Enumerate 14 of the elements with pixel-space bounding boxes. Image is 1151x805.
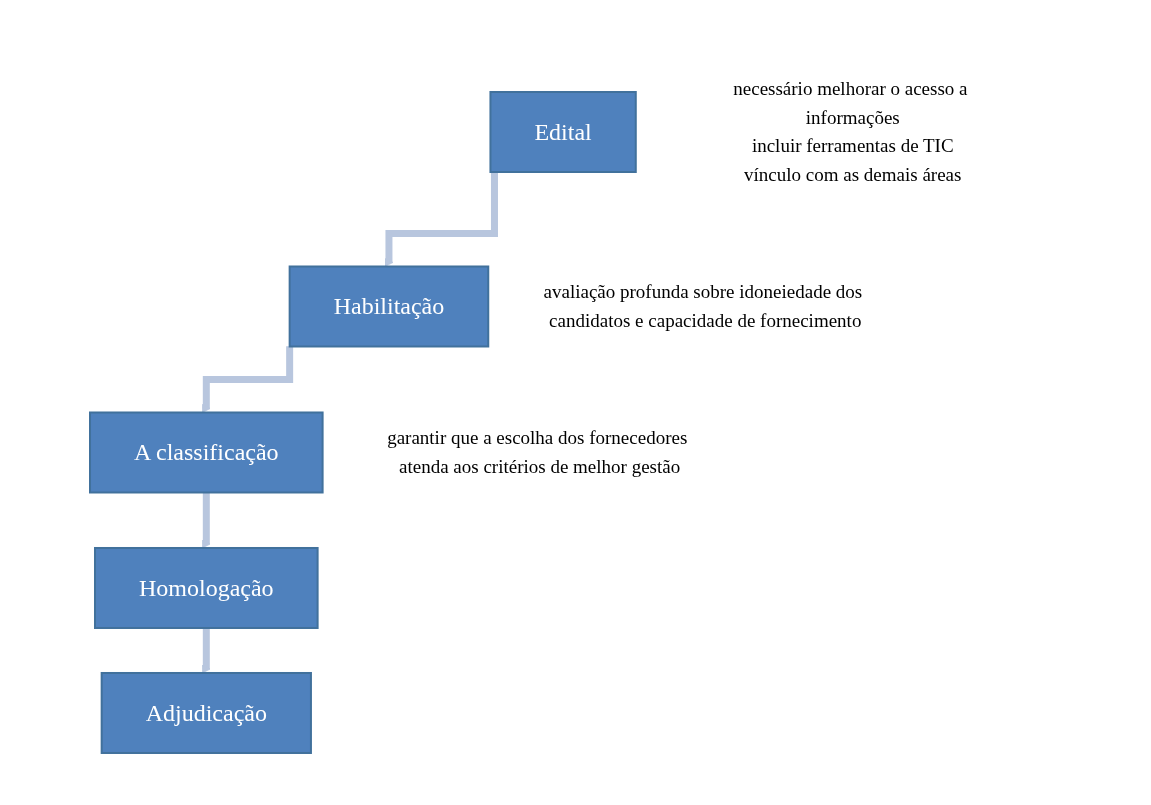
node-box (88, 411, 324, 493)
flowchart: Edital necessário melhorar o acesso a informações incluir ferramentas de TIC vínculo com as demais áreas Habilitação avaliação profunda sobre idoneiedade dos candidatos e capacidade de fornecimento A classificação garantir que a escolha dos fornecedores atenda aos critérios de melhor gestão Homologação Adjudicação (79, 42, 1072, 763)
arrow (201, 627, 211, 673)
node-box (93, 546, 319, 629)
node-label: incluir ferramentas de TIC (751, 134, 954, 156)
node-label: avaliação profunda sobre idoneiedade dos candidatos e capacidade de fornecimento (543, 280, 862, 330)
node-box (288, 265, 489, 347)
node-box (489, 90, 637, 173)
node-label: garantir que a escolha dos fornecedores atenda aos critérios de melhor gestão (386, 426, 687, 476)
node-label: vínculo com as demais áreas (743, 163, 962, 184)
arrow (201, 345, 293, 413)
arrow (201, 492, 211, 548)
node-box (100, 671, 312, 754)
arrow (384, 171, 498, 267)
